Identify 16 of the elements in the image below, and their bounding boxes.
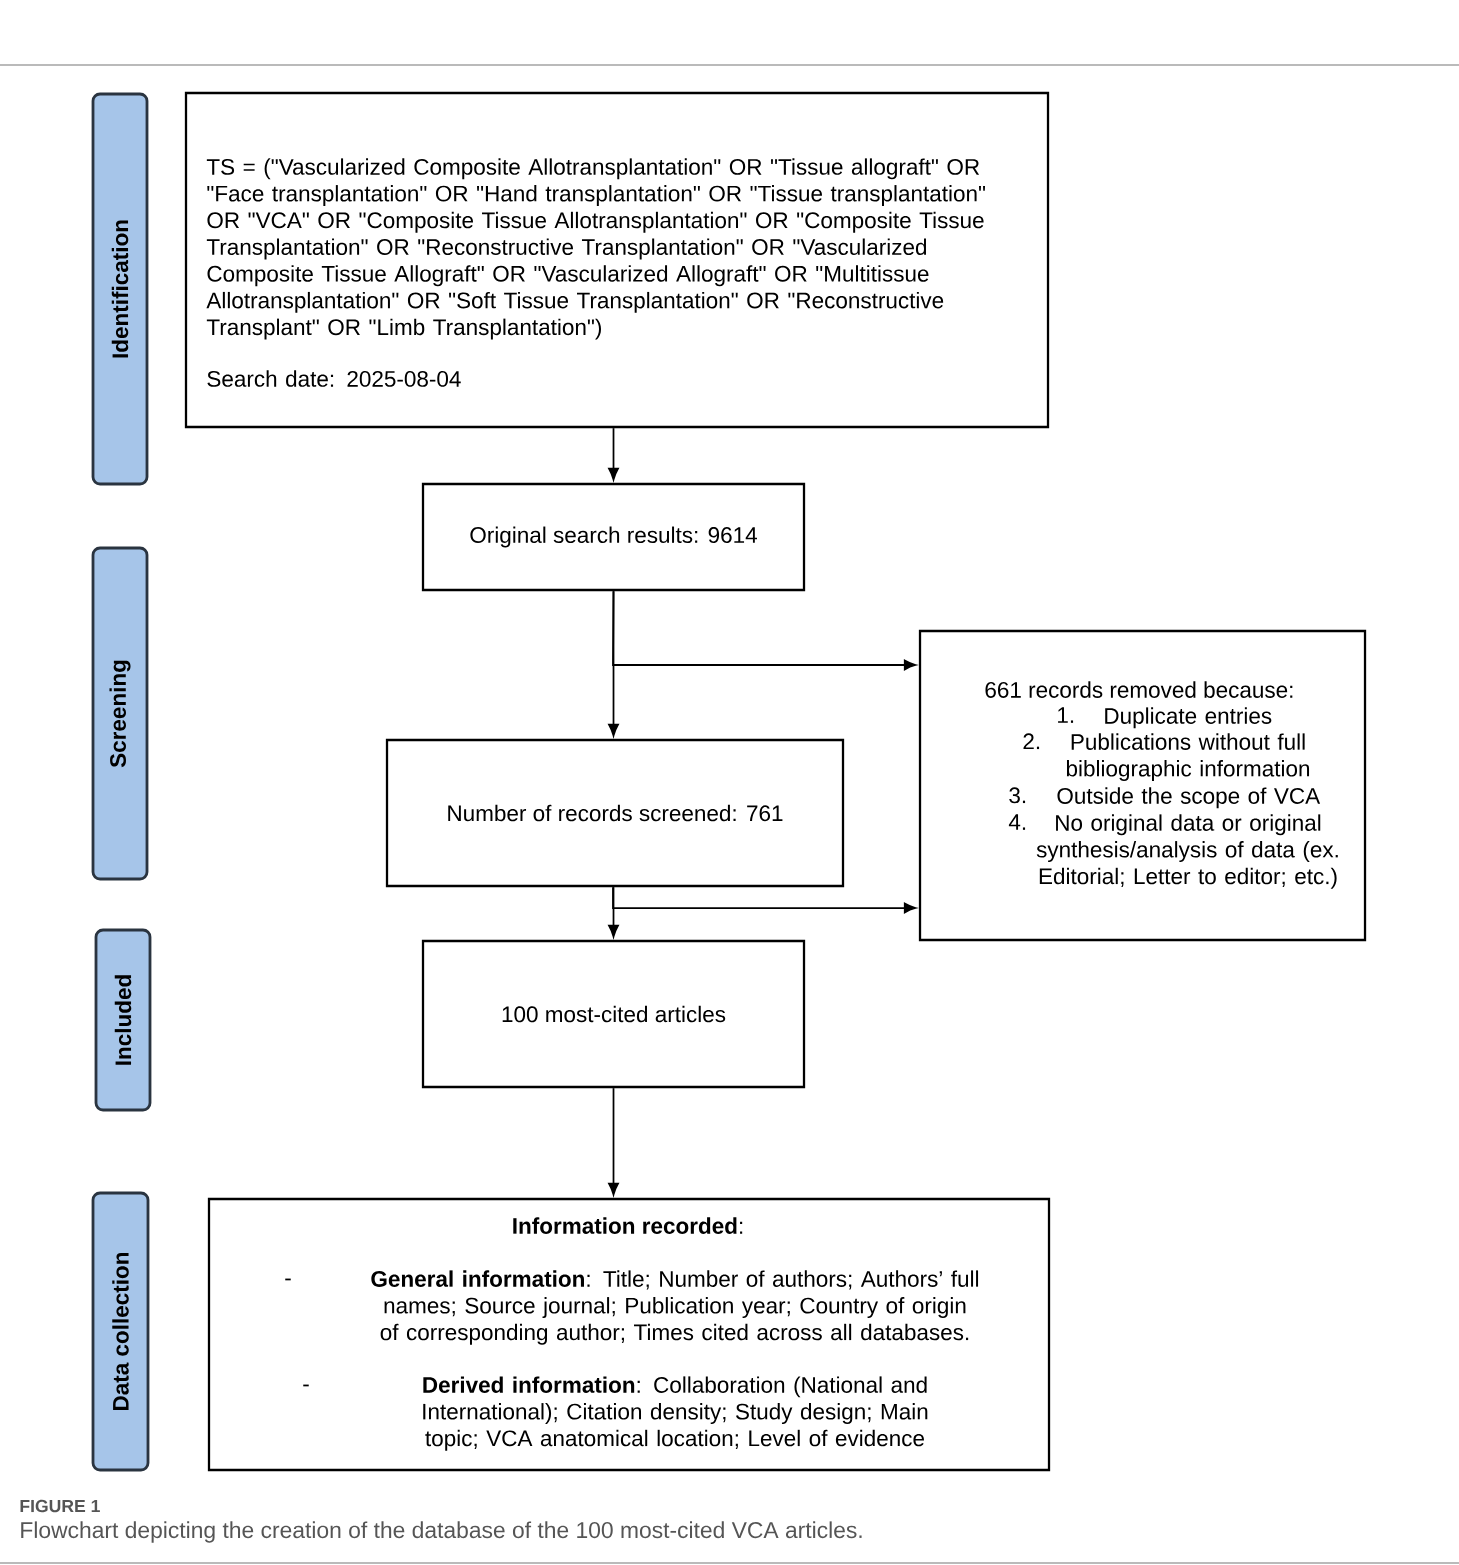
process-box: TS = ("Vascularized Composite Allotransplantation" OR "Tissue allograft" OR "Face transplantation" OR "Hand transplantation" OR "Tissue transplantation" OR "VCA" OR "Composite Tissue Allotransplantation" OR "Composite Tissue Transplantation" OR "Reconstructive Transplantation" OR "Vascularized Composite Tissue Allograft" OR "Vascularized Allograft" OR "Multitissue Allotransplantation" OR "Soft Tissue Transplantation" OR "Reconstructive Transplant" OR "Limb Transplantation") Search date: 2025-08-04 [184,91,1050,429]
arrow [612,590,917,671]
stage-band: Included [94,928,152,1112]
arrow [608,427,619,481]
caption: Flowchart depicting the creation of the database of the 100 most-cited VCA articles. [21,1521,862,1543]
process-box: 661 records removed because: 1. Duplicate entries 2. Publications without full bibliographic information 3. Outside the scope of VCA 4. No original data or original synthesis/analysis of data (ex. Editorial; Letter to editor; etc.) [918,629,1367,942]
stage-band: Screening [91,546,149,881]
figure-label: FIGURE 1 [20,1499,100,1513]
arrow [612,886,917,914]
process-box: Number of records screened: 761 [385,738,845,888]
process-box: Original search results: 9614 [421,482,806,592]
process-box: 100 most-cited articles [421,939,806,1089]
arrow [608,1087,619,1196]
stage-band: Identification [91,92,149,486]
process-box: Information recorded: - General information: Title; Number of authors; Authors’ full names; Source journal; Publication year; Country of origin of corresponding author; Times cited across all databases. - Derived information: Collaboration (National and International); Citation density; Study design; Main topic; VCA anatomical location; Level of evidence [207,1197,1051,1472]
stage-band: Data collection [91,1191,150,1472]
